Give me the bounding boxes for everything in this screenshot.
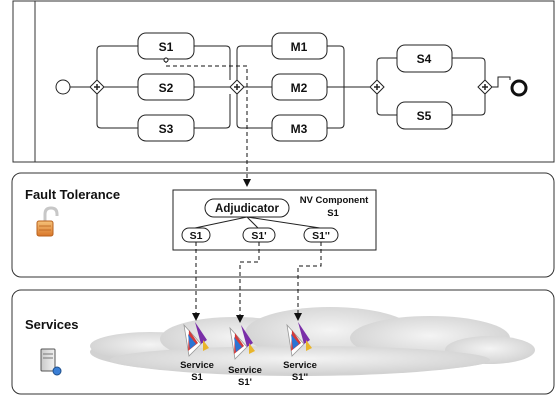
fault-tolerance-title: Fault Tolerance (25, 187, 120, 202)
service-s1-prime-line2: S1' (238, 377, 252, 388)
variant-s1-prime-label: S1' (251, 230, 266, 242)
s1-link-anchor (163, 57, 169, 63)
unlocked-padlock-icon (36, 206, 59, 237)
task-m3-label: M3 (291, 122, 308, 136)
task-s2[interactable]: S2 (137, 73, 195, 101)
service-icon-s1-double-prime[interactable] (286, 322, 312, 357)
connectors-group-1 (96, 45, 231, 129)
service-s1-prime-line1: Service (228, 365, 262, 376)
nv-component-subtitle: S1 (327, 208, 339, 219)
task-m3[interactable]: M3 (271, 114, 328, 142)
task-s3-label: S3 (159, 122, 174, 136)
parallel-gateway-join[interactable] (477, 79, 493, 95)
adjudicator[interactable]: Adjudicator (204, 198, 290, 218)
task-s4-label: S4 (417, 52, 432, 66)
link-variant-s1-double-prime-to-service (294, 242, 322, 321)
task-m2[interactable]: M2 (271, 73, 328, 101)
service-s1-double-prime-line1: Service (283, 360, 317, 371)
task-s3[interactable]: S3 (137, 114, 195, 142)
connector-to-end (492, 76, 511, 88)
task-s5-label: S5 (417, 109, 432, 123)
start-event[interactable] (55, 79, 71, 95)
nv-component-title: NV Component (300, 195, 369, 206)
task-m1[interactable]: M1 (271, 32, 328, 60)
service-icon-s1-prime[interactable] (229, 325, 255, 360)
task-s1[interactable]: S1 (137, 32, 195, 60)
end-event[interactable] (510, 79, 528, 97)
variant-s1-double-prime[interactable]: S1'' (303, 227, 339, 243)
server-icon (40, 348, 62, 376)
connectors-group-2 (236, 45, 370, 129)
parallel-gateway-2[interactable] (229, 79, 245, 95)
service-s1-line2: S1 (191, 372, 203, 383)
service-s1-line1: Service (180, 360, 214, 371)
adjudicator-label: Adjudicator (215, 203, 279, 215)
task-s2-label: S2 (159, 81, 174, 95)
services-title: Services (25, 317, 79, 332)
service-s1-double-prime-line2: S1'' (292, 372, 308, 383)
variant-s1-double-prime-label: S1'' (312, 230, 330, 242)
task-s1-label: S1 (159, 40, 174, 54)
connectors-group-3 (376, 57, 486, 116)
task-s5[interactable]: S5 (396, 101, 453, 130)
service-icon-s1[interactable] (183, 322, 209, 357)
task-s4[interactable]: S4 (396, 44, 453, 73)
variant-s1-label: S1 (190, 230, 203, 242)
task-m2-label: M2 (291, 81, 308, 95)
link-variant-s1-prime-to-service (236, 242, 260, 323)
variant-s1[interactable]: S1 (181, 227, 211, 243)
task-m1-label: M1 (291, 40, 308, 54)
variant-s1-prime[interactable]: S1' (242, 227, 276, 243)
adjudicator-links (194, 216, 321, 229)
